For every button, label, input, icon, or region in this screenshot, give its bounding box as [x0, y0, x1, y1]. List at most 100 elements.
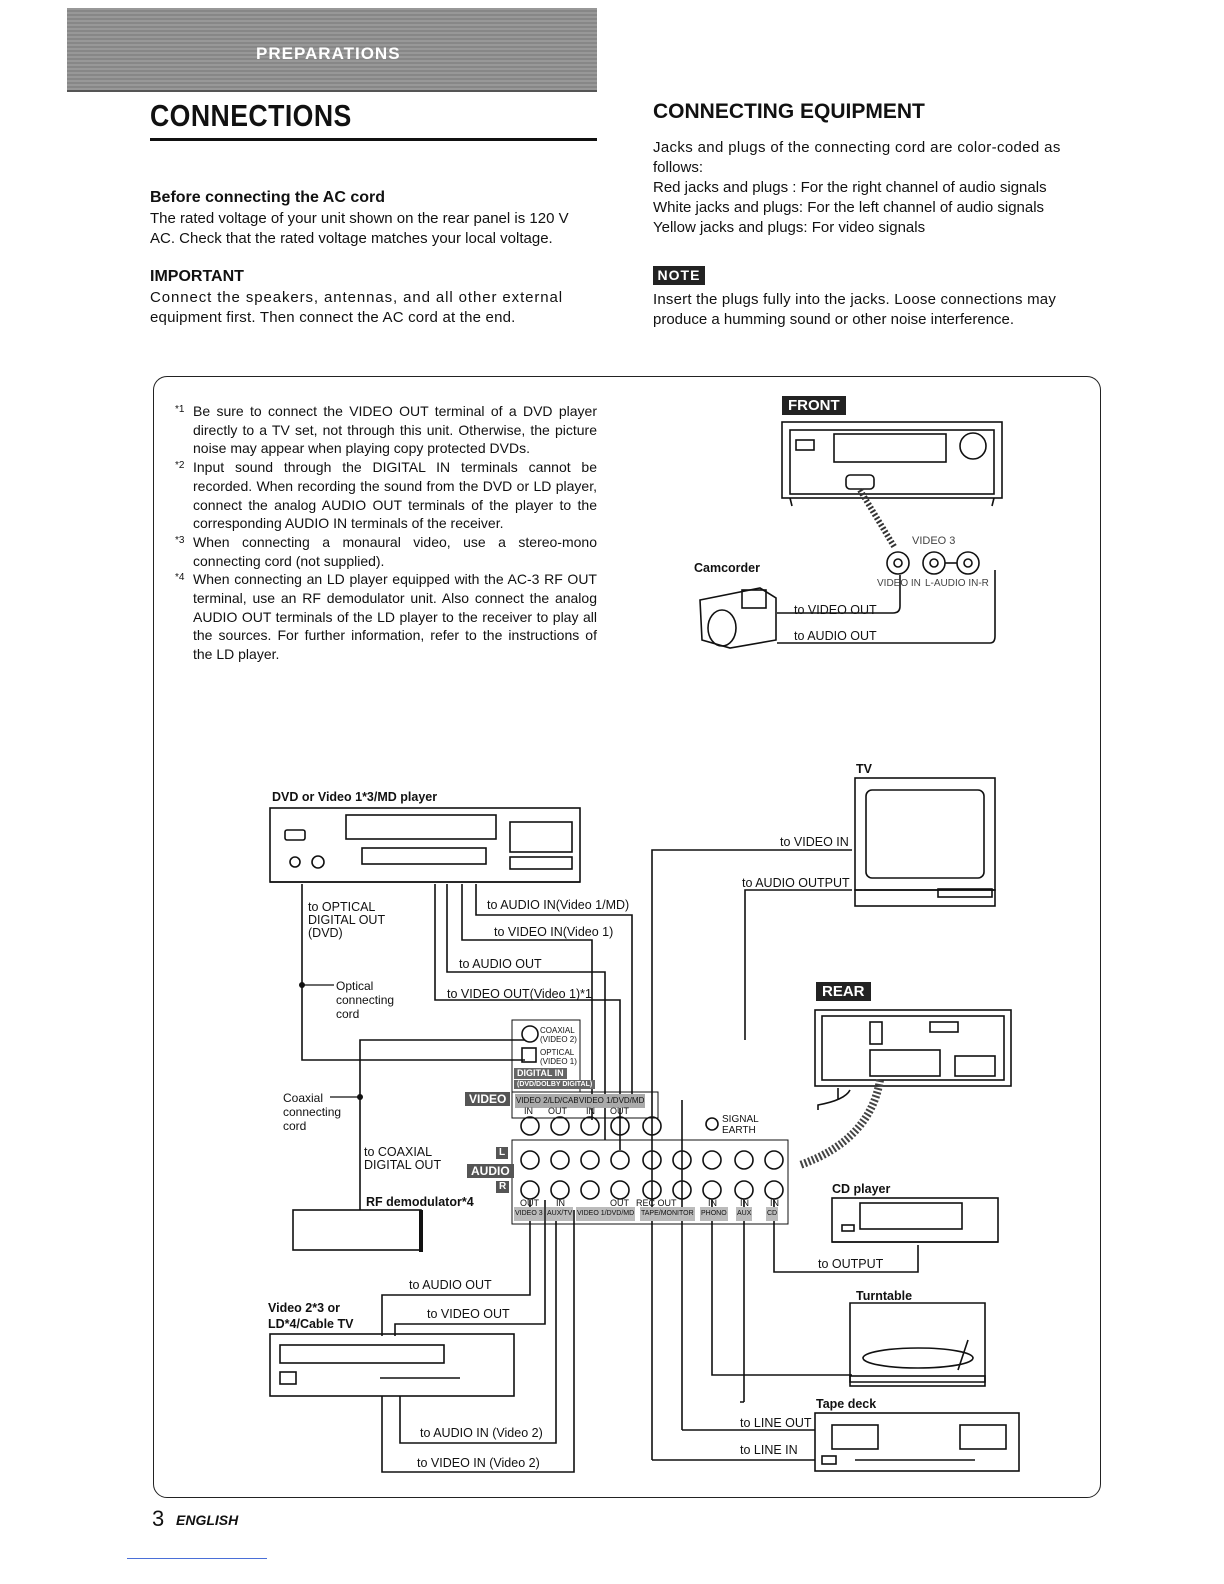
panel-jacks: [520, 1025, 784, 1200]
footnote-text: Be sure to connect the VIDEO OUT termina…: [193, 403, 597, 457]
rear-tag: REAR: [816, 982, 871, 1001]
optical-digital-out-label: DIGITAL OUT: [308, 913, 386, 927]
ac-cord-text: The rated voltage of your unit shown on …: [150, 209, 597, 249]
tape-deck-label: Tape deck: [816, 1397, 877, 1411]
panel-l-tag: L: [496, 1147, 509, 1159]
page-title: CONNECTIONS: [150, 98, 352, 133]
signal-earth-line: SIGNAL: [722, 1114, 759, 1125]
ac-line: The rated voltage of your unit shown on …: [150, 210, 569, 227]
camcorder-label: Camcorder: [694, 561, 760, 575]
tv-illustration: [854, 777, 996, 907]
to-line-out-label: to LINE OUT: [740, 1416, 812, 1430]
panel-bottom-video1: VIDEO 1/DVD/MD: [576, 1207, 636, 1221]
to-line-in-label: to LINE IN: [740, 1443, 798, 1457]
color-line: Jacks and plugs of the connecting cord a…: [653, 139, 1061, 156]
panel-bottom-cd: CD: [766, 1207, 779, 1221]
coaxial-jack-text: COAXIAL: [540, 1026, 575, 1035]
to-video-in-tv-label: to VIDEO IN: [780, 835, 849, 849]
panel-video-tag: VIDEO: [465, 1092, 511, 1106]
video2-label-line: LD*4/Cable TV: [268, 1317, 354, 1331]
to-output-label: to OUTPUT: [818, 1257, 884, 1271]
coaxial-cord-line: cord: [283, 1119, 307, 1133]
color-line: White jacks and plugs: For the left chan…: [653, 199, 1045, 216]
page-number: 3: [152, 1506, 165, 1531]
rf-demodulator-box: [292, 1209, 422, 1251]
signal-earth-line: EARTH: [722, 1125, 756, 1136]
panel-io-in-1: IN: [524, 1106, 533, 1116]
to-video-out-v1-label: to VIDEO OUT(Video 1)*1: [447, 987, 592, 1001]
video2-player-label: Video 2*3 or LD*4/Cable TV: [268, 1300, 353, 1332]
panel-bottom-video3: VIDEO 3: [514, 1207, 544, 1221]
turntable-label: Turntable: [856, 1289, 913, 1303]
optical-jack-label: OPTICAL (VIDEO 1): [540, 1048, 577, 1066]
panel-bio-3: REC OUT: [636, 1198, 677, 1208]
footnote-mark: *2: [175, 460, 185, 472]
digital-in-sub-tag: (DVD/DOLBY DIGITAL): [514, 1080, 596, 1089]
panel-bottom-phono: PHONO: [700, 1207, 728, 1221]
to-audio-in-v2-label: to AUDIO IN (Video 2): [420, 1426, 543, 1440]
dvd-player-label: DVD or Video 1*3/MD player: [272, 790, 438, 804]
title-rule: [150, 138, 597, 141]
to-audio-out-2-label: to AUDIO OUT: [409, 1278, 492, 1292]
to-video-in-v2-label: to VIDEO IN (Video 2): [417, 1456, 540, 1470]
optical-jack-text: OPTICAL: [540, 1048, 575, 1057]
turntable-illustration: [849, 1302, 986, 1387]
note-line: produce a humming sound or other noise i…: [653, 311, 1015, 328]
rf-demodulator-label: RF demodulator*4: [366, 1195, 474, 1209]
tape-deck-illustration: [814, 1412, 1020, 1472]
optical-jack-sub: (VIDEO 1): [540, 1057, 577, 1066]
cam-video-out-label: to VIDEO OUT: [794, 603, 877, 617]
panel-bio-6: IN: [770, 1198, 779, 1208]
footnote-mark: *1: [175, 404, 185, 415]
to-optical-label: to OPTICAL: [308, 900, 376, 914]
video3-label: VIDEO 3: [912, 535, 956, 547]
panel-io-out-2: OUT: [610, 1106, 629, 1116]
to-audio-out-1-label: to AUDIO OUT: [459, 957, 542, 971]
panel-io-in-2: IN: [586, 1106, 595, 1116]
footnote-text: Input sound through the DIGITAL IN termi…: [193, 459, 597, 532]
to-audio-in-v1-label: to AUDIO IN(Video 1/MD): [487, 898, 630, 912]
panel-bio-4: IN: [708, 1198, 717, 1208]
optical-cord-label: Optical connecting cord: [336, 979, 394, 1021]
coaxial-cord-label: Coaxial connecting cord: [283, 1091, 341, 1133]
to-audio-output-tv-label: to AUDIO OUTPUT: [742, 876, 850, 890]
to-video-in-v1-label: to VIDEO IN(Video 1): [494, 925, 614, 939]
receiver-rear-illustration: [814, 1009, 1012, 1110]
note-badge: NOTE: [653, 266, 705, 285]
footnote-mark: *4: [175, 572, 185, 584]
camcorder-illustration: [699, 587, 777, 649]
optical-cord-line: connecting: [336, 993, 395, 1007]
panel-bio-0: OUT: [520, 1198, 539, 1208]
footnotes: *1 Be sure to connect the VIDEO OUT termi…: [175, 402, 597, 664]
diagram-frame: [153, 376, 1101, 1498]
dvd-player-illustration: [269, 807, 581, 883]
panel-col-video1: VIDEO 1/DVD/MD: [578, 1094, 646, 1108]
footer-link-underline: [127, 1558, 267, 1559]
color-line: follows:: [653, 159, 704, 176]
note-line: Insert the plugs fully into the jacks. L…: [653, 291, 1057, 308]
front-tag: FRONT: [782, 396, 846, 415]
color-line: Yellow jacks and plugs: For video signal…: [653, 219, 926, 236]
ac-cord-heading: Before connecting the AC cord: [150, 189, 385, 206]
panel-io-out-1: OUT: [548, 1106, 567, 1116]
panel-audio-tag: AUDIO: [467, 1164, 514, 1178]
cam-audio-out-label: to AUDIO OUT: [794, 629, 877, 643]
coaxial-cord-line: Coaxial: [283, 1091, 324, 1105]
digital-in-tag: DIGITAL IN: [514, 1068, 567, 1079]
coaxial-cord-line: connecting: [283, 1105, 342, 1119]
video2-label-line: Video 2*3 or: [268, 1301, 341, 1315]
optical-dvd-label: (DVD): [308, 926, 343, 940]
coax-digital-out-label: DIGITAL OUT: [364, 1158, 442, 1172]
section-banner: [67, 8, 597, 92]
important-heading: IMPORTANT: [150, 268, 244, 285]
receiver-front-illustration: [781, 421, 1003, 499]
ac-line: AC. Check that the rated voltage matches…: [150, 230, 553, 247]
signal-earth-label: SIGNAL EARTH: [722, 1114, 759, 1136]
color-code-text: Jacks and plugs of the connecting cord a…: [653, 138, 1103, 238]
video2-player-illustration: [269, 1333, 515, 1397]
panel-r-tag: R: [496, 1181, 510, 1193]
footnote: *2 Input sound through the DIGITAL IN ter…: [175, 458, 597, 533]
coaxial-jack-label: COAXIAL (VIDEO 2): [540, 1026, 577, 1044]
